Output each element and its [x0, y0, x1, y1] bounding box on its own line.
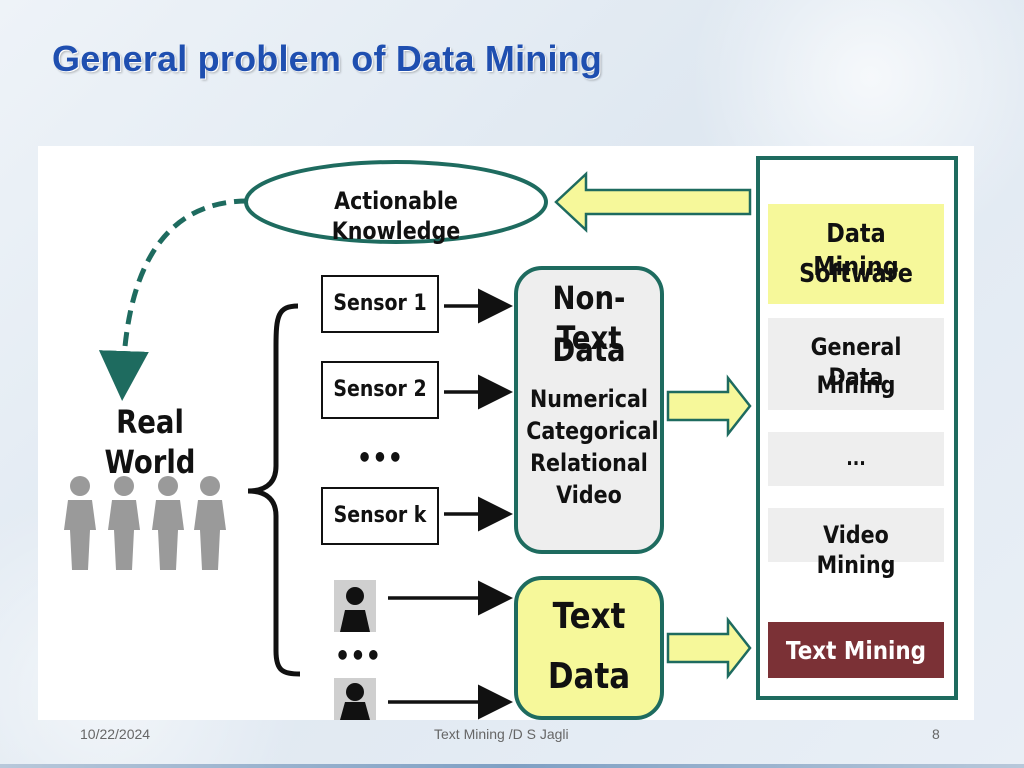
sensor-2-label: Sensor 2	[333, 377, 427, 402]
footer-date: 10/22/2024	[80, 726, 151, 742]
diagram-graphics	[64, 156, 958, 720]
sensor-1-box	[321, 275, 439, 333]
software-header-1: Data Mining	[813, 219, 899, 282]
page-title: General problem of Data Mining	[52, 38, 603, 79]
sensor-1-label: Sensor 1	[333, 291, 427, 316]
general-mining-box	[768, 318, 944, 410]
sensor-k-label: Sensor k	[333, 503, 427, 528]
feedback-dashed-arrow	[98, 198, 249, 401]
people-icon	[64, 476, 226, 570]
general-mining-line-1: General Data	[810, 333, 902, 391]
dots-box	[768, 432, 944, 486]
text-mining-label: Text Mining	[785, 636, 927, 665]
footer-page-number: 8	[932, 726, 940, 742]
footer-line	[0, 764, 1024, 768]
non-text-type-categorical: Categorical	[526, 417, 659, 445]
software-dots-label: ...	[846, 446, 866, 470]
knowledge-label: Actionable Knowledge	[331, 187, 461, 245]
knowledge-ellipse	[244, 160, 548, 244]
person-icon-top	[334, 580, 376, 632]
general-mining-line-2: Mining	[816, 371, 896, 399]
sensor-2-box	[321, 361, 439, 419]
text-mining-box	[768, 622, 944, 678]
non-text-type-video: Video	[556, 481, 622, 509]
text-data-box	[514, 576, 664, 720]
real-world-label: Real World	[104, 403, 196, 481]
person-icon-bottom	[334, 678, 376, 720]
text-to-software-arrow	[666, 616, 752, 680]
non-text-title-1: Non-Text	[552, 279, 626, 357]
non-text-type-numerical: Numerical	[530, 385, 648, 413]
software-header-2: Software	[799, 259, 913, 289]
non-text-to-software-arrow	[666, 374, 752, 438]
video-mining-label: Video Mining	[816, 521, 896, 579]
video-mining-box	[768, 508, 944, 562]
footer-center: Text Mining /D S Jagli	[434, 726, 569, 742]
sensor-k-box	[321, 487, 439, 545]
sensor-brace	[247, 303, 301, 677]
non-text-box	[514, 266, 664, 554]
data-mining-diagram: Actionable Knowledge Real World Sensor 1…	[38, 146, 974, 720]
non-text-title-2: Data	[552, 331, 626, 369]
non-text-type-relational: Relational	[530, 449, 648, 477]
person-ellipsis: •••	[334, 639, 382, 672]
text-data-line-1: Text	[552, 596, 626, 637]
text-data-line-2: Data	[547, 656, 631, 697]
sensor-ellipsis: •••	[356, 441, 404, 474]
software-header-box	[768, 204, 944, 304]
knowledge-arrow	[554, 171, 752, 233]
